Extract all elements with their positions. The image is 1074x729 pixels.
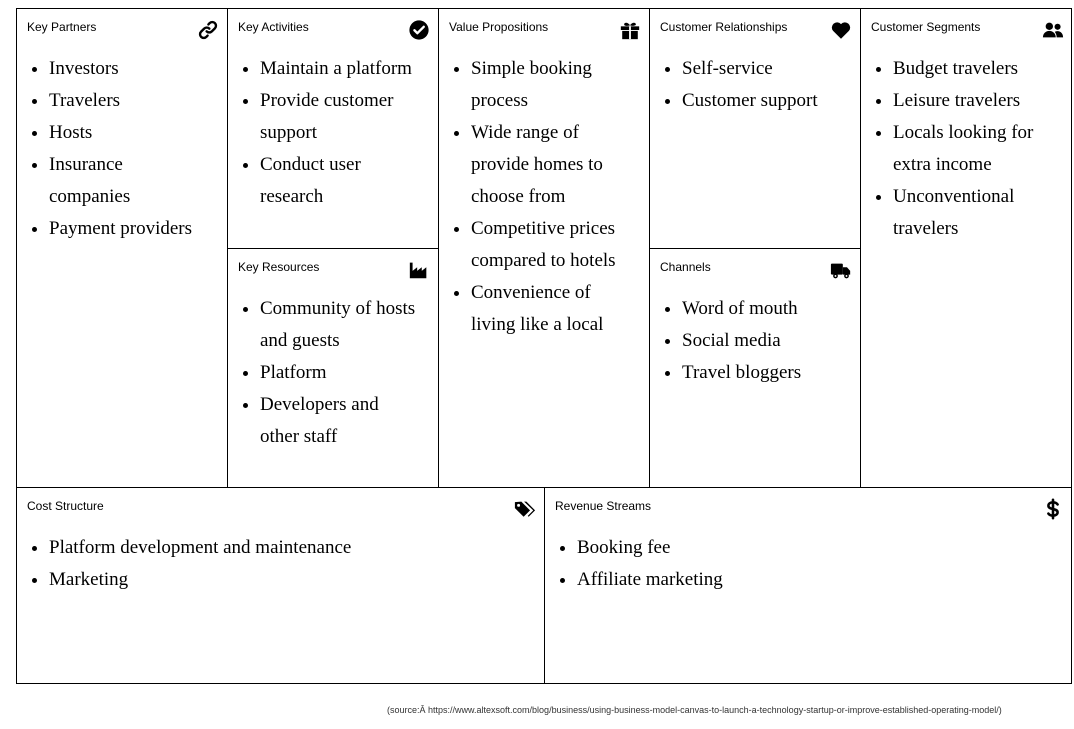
block-value-propositions: Value Propositions Simple booking proces…: [438, 8, 649, 487]
item-list: Investors Travelers Hosts Insurance comp…: [27, 53, 192, 245]
list-item: Social media: [682, 325, 801, 357]
list-item: Conduct user research: [260, 149, 380, 213]
list-item: Investors: [49, 53, 192, 85]
block-title: Revenue Streams: [555, 499, 652, 513]
dollar-icon: [1042, 498, 1064, 520]
block-title: Value Propositions: [449, 20, 549, 34]
list-item: Developers and other staff: [260, 389, 400, 453]
block-cost-structure: Cost Structure Platform development and …: [16, 487, 544, 684]
factory-icon: [408, 259, 430, 281]
list-item: Customer support: [682, 85, 818, 117]
check-circle-icon: [408, 19, 430, 41]
item-list: Maintain a platform Provide customer sup…: [238, 53, 430, 213]
list-item: Convenience of living like a local: [471, 277, 639, 341]
block-title: Key Activities: [238, 20, 309, 34]
list-item: Budget travelers: [893, 53, 1068, 85]
item-list: Simple booking process Wide range of pro…: [449, 53, 639, 341]
heart-icon: [830, 19, 852, 41]
list-item: Payment providers: [49, 213, 192, 245]
list-item: Locals looking for extra income: [893, 117, 1068, 181]
item-list: Budget travelers Leisure travelers Local…: [871, 53, 1068, 245]
list-item: Insurance companies: [49, 149, 159, 213]
item-list: Word of mouth Social media Travel blogge…: [660, 293, 801, 389]
list-item: Travel bloggers: [682, 357, 801, 389]
list-item: Leisure travelers: [893, 85, 1068, 117]
list-item: Provide customer support: [260, 85, 430, 149]
list-item: Travelers: [49, 85, 192, 117]
block-key-partners: Key Partners Investors Travelers Hosts I…: [16, 8, 227, 487]
business-model-canvas: Key Partners Investors Travelers Hosts I…: [16, 8, 1072, 684]
block-title: Channels: [660, 260, 711, 274]
item-list: Booking fee Affiliate marketing: [555, 532, 723, 596]
list-item: Marketing: [49, 564, 351, 596]
block-customer-relationships: Customer Relationships Self-service Cust…: [649, 8, 860, 248]
list-item: Affiliate marketing: [577, 564, 723, 596]
list-item: Maintain a platform: [260, 53, 430, 85]
block-title: Customer Relationships: [660, 20, 788, 34]
block-key-activities: Key Activities Maintain a platform Provi…: [227, 8, 438, 248]
block-title: Customer Segments: [871, 20, 981, 34]
item-list: Platform development and maintenance Mar…: [27, 532, 351, 596]
link-icon: [197, 19, 219, 41]
list-item: Community of hosts and guests: [260, 293, 432, 357]
list-item: Wide range of provide homes to choose fr…: [471, 117, 639, 213]
source-link[interactable]: (source:Â https://www.altexsoft.com/blog…: [387, 705, 1002, 715]
list-item: Booking fee: [577, 532, 723, 564]
list-item: Competitive prices compared to hotels: [471, 213, 639, 277]
item-list: Community of hosts and guests Platform D…: [238, 293, 432, 453]
block-revenue-streams: Revenue Streams Booking fee Affiliate ma…: [544, 487, 1072, 684]
gift-icon: [619, 19, 641, 41]
list-item: Hosts: [49, 117, 192, 149]
block-channels: Channels Word of mouth Social media Trav…: [649, 248, 860, 487]
block-title: Key Partners: [27, 20, 97, 34]
list-item: Platform development and maintenance: [49, 532, 351, 564]
item-list: Self-service Customer support: [660, 53, 818, 117]
block-title: Key Resources: [238, 260, 320, 274]
list-item: Unconventional travelers: [893, 181, 1033, 245]
block-key-resources: Key Resources Community of hosts and gue…: [227, 248, 438, 487]
list-item: Word of mouth: [682, 293, 801, 325]
list-item: Simple booking process: [471, 53, 639, 117]
block-customer-segments: Customer Segments Budget travelers Leisu…: [860, 8, 1072, 487]
users-icon: [1042, 19, 1064, 41]
truck-icon: [830, 259, 852, 281]
list-item: Self-service: [682, 53, 818, 85]
block-title: Cost Structure: [27, 499, 104, 513]
tags-icon: [514, 498, 536, 520]
list-item: Platform: [260, 357, 432, 389]
